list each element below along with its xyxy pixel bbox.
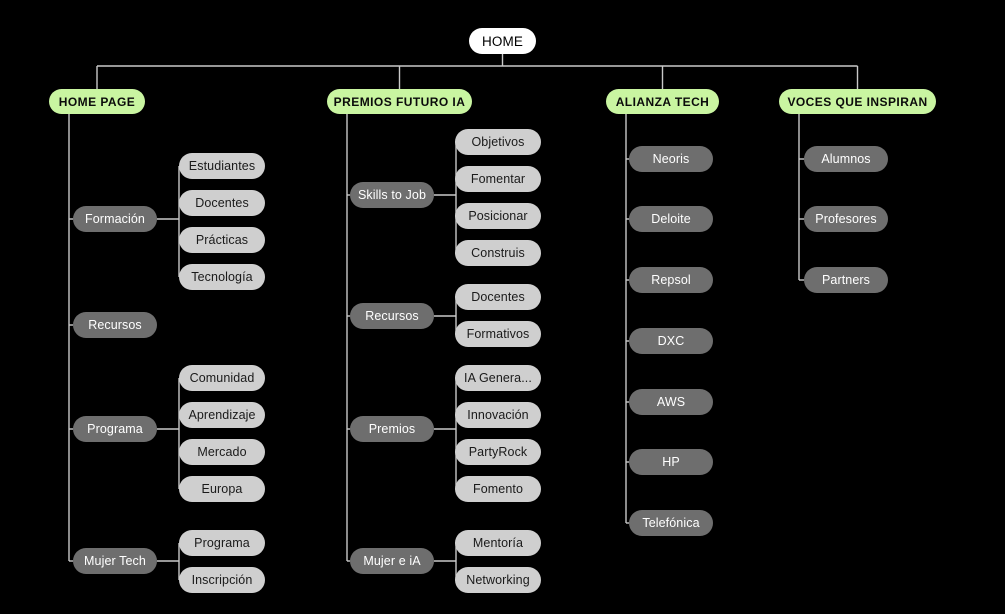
- node-label: Deloite: [651, 212, 691, 226]
- node-alumnos[interactable]: Alumnos: [804, 146, 888, 172]
- node-label: Docentes: [471, 290, 525, 304]
- node-mujer-e-ia[interactable]: Mujer e iA: [350, 548, 434, 574]
- node-label: Formativos: [466, 327, 530, 341]
- node-docentes[interactable]: Docentes: [179, 190, 265, 216]
- node-label: Tecnología: [191, 270, 253, 284]
- node-construis[interactable]: Construis: [455, 240, 541, 266]
- node-label: HP: [662, 455, 680, 469]
- node-docentes[interactable]: Docentes: [455, 284, 541, 310]
- node-label: Mujer Tech: [84, 554, 146, 568]
- node-label: Europa: [201, 482, 243, 496]
- node-aws[interactable]: AWS: [629, 389, 713, 415]
- node-recursos[interactable]: Recursos: [73, 312, 157, 338]
- node-label: Inscripción: [191, 573, 253, 587]
- node-recursos[interactable]: Recursos: [350, 303, 434, 329]
- node-hp[interactable]: HP: [629, 449, 713, 475]
- node-label: Recursos: [365, 309, 419, 323]
- node-telefónica[interactable]: Telefónica: [629, 510, 713, 536]
- node-label: PartyRock: [468, 445, 528, 459]
- branch-voces-que-inspiran[interactable]: VOCES QUE INSPIRAN: [779, 89, 936, 114]
- node-label: Comunidad: [189, 371, 255, 385]
- node-formación[interactable]: Formación: [73, 206, 157, 232]
- node-networking[interactable]: Networking: [455, 567, 541, 593]
- node-label: Innovación: [467, 408, 529, 422]
- node-label: Premios: [368, 422, 416, 436]
- node-label: Programa: [87, 422, 143, 436]
- node-estudiantes[interactable]: Estudiantes: [179, 153, 265, 179]
- node-label: HOME PAGE: [58, 94, 136, 109]
- node-skills-to-job[interactable]: Skills to Job: [350, 182, 434, 208]
- node-mentoría[interactable]: Mentoría: [455, 530, 541, 556]
- node-label: Alumnos: [821, 152, 871, 166]
- mindmap-root-home[interactable]: HOME: [469, 28, 536, 54]
- node-europa[interactable]: Europa: [179, 476, 265, 502]
- node-label: Formación: [85, 212, 145, 226]
- node-label: Aprendizaje: [188, 408, 256, 422]
- node-label: ALIANZA TECH: [615, 94, 710, 109]
- node-label: VOCES QUE INSPIRAN: [787, 94, 928, 109]
- node-premios[interactable]: Premios: [350, 416, 434, 442]
- node-prácticas[interactable]: Prácticas: [179, 227, 265, 253]
- node-mercado[interactable]: Mercado: [179, 439, 265, 465]
- node-tecnología[interactable]: Tecnología: [179, 264, 265, 290]
- node-dxc[interactable]: DXC: [629, 328, 713, 354]
- node-formativos[interactable]: Formativos: [455, 321, 541, 347]
- node-label: Networking: [466, 573, 530, 587]
- node-label: Fomento: [472, 482, 524, 496]
- node-label: Repsol: [651, 273, 691, 287]
- node-label: Partners: [821, 273, 871, 287]
- node-label: Neoris: [652, 152, 690, 166]
- node-neoris[interactable]: Neoris: [629, 146, 713, 172]
- node-label: Construis: [471, 246, 525, 260]
- node-label: Mentoría: [472, 536, 524, 550]
- node-label: IA Genera...: [464, 371, 532, 385]
- node-deloite[interactable]: Deloite: [629, 206, 713, 232]
- node-comunidad[interactable]: Comunidad: [179, 365, 265, 391]
- node-mujer-tech[interactable]: Mujer Tech: [73, 548, 157, 574]
- node-programa[interactable]: Programa: [179, 530, 265, 556]
- node-posicionar[interactable]: Posicionar: [455, 203, 541, 229]
- node-label: Skills to Job: [358, 188, 426, 202]
- node-label: Programa: [194, 536, 250, 550]
- node-partyrock[interactable]: PartyRock: [455, 439, 541, 465]
- node-partners[interactable]: Partners: [804, 267, 888, 293]
- branch-alianza-tech[interactable]: ALIANZA TECH: [606, 89, 719, 114]
- node-label: Telefónica: [642, 516, 700, 530]
- node-inscripción[interactable]: Inscripción: [179, 567, 265, 593]
- node-label: Fomentar: [470, 172, 526, 186]
- node-ia-genera[interactable]: IA Genera...: [455, 365, 541, 391]
- node-profesores[interactable]: Profesores: [804, 206, 888, 232]
- node-label: Mercado: [197, 445, 247, 459]
- branch-home-page[interactable]: HOME PAGE: [49, 89, 145, 114]
- node-label: AWS: [656, 395, 686, 409]
- node-label: HOME: [482, 33, 523, 49]
- node-label: Mujer e iA: [363, 554, 421, 568]
- node-label: PREMIOS FUTURO IA: [333, 94, 466, 109]
- node-label: Prácticas: [195, 233, 249, 247]
- node-fomentar[interactable]: Fomentar: [455, 166, 541, 192]
- node-label: Objetivos: [471, 135, 525, 149]
- node-label: Posicionar: [468, 209, 528, 223]
- node-innovación[interactable]: Innovación: [455, 402, 541, 428]
- node-label: Recursos: [88, 318, 142, 332]
- branch-premios-futuro-ia[interactable]: PREMIOS FUTURO IA: [327, 89, 472, 114]
- node-label: DXC: [657, 334, 685, 348]
- node-repsol[interactable]: Repsol: [629, 267, 713, 293]
- node-programa[interactable]: Programa: [73, 416, 157, 442]
- node-label: Profesores: [815, 212, 877, 226]
- node-aprendizaje[interactable]: Aprendizaje: [179, 402, 265, 428]
- node-label: Docentes: [195, 196, 249, 210]
- node-label: Estudiantes: [188, 159, 256, 173]
- node-fomento[interactable]: Fomento: [455, 476, 541, 502]
- node-objetivos[interactable]: Objetivos: [455, 129, 541, 155]
